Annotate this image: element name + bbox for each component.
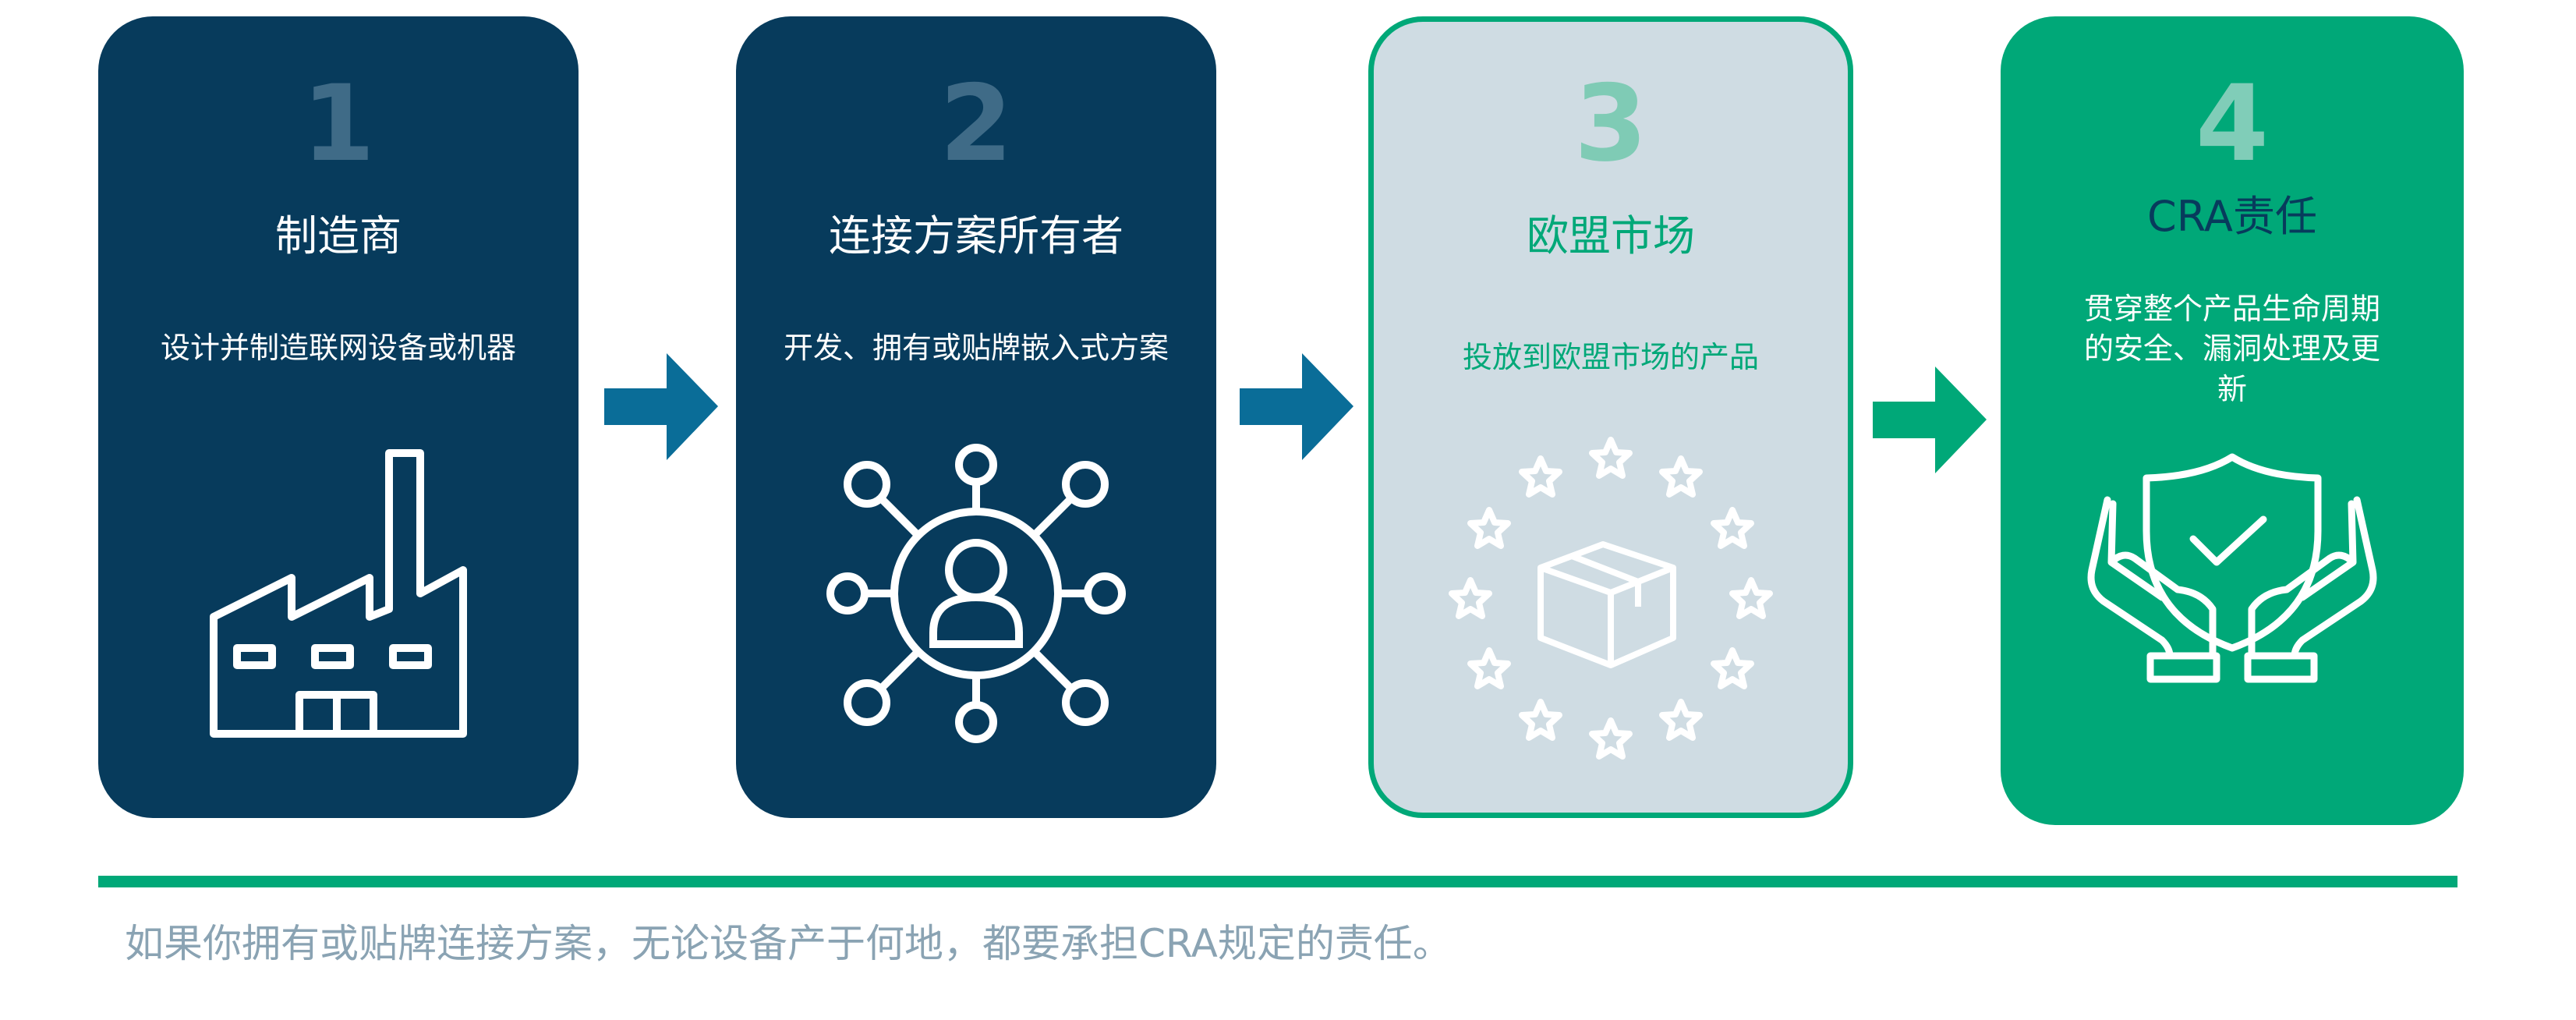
arrow-right-icon [1873,367,1987,473]
step-number: 1 [302,62,375,185]
step-card-manufacturer: 1 制造商 设计并制造联网设备或机器 [98,16,579,818]
step-title: 制造商 [275,211,402,260]
network-person-icon [826,444,1126,743]
divider-bar [98,876,2457,887]
step-title: 欧盟市场 [1527,211,1695,260]
step-card-solution-owner: 2 连接方案所有者 开发、拥有或贴牌嵌入式方案 [736,16,1216,818]
step-title: CRA责任 [2147,192,2317,241]
footer-note: 如果你拥有或贴牌连接方案，无论设备产于何地，都要承担CRA规定的责任。 [125,921,1452,966]
step-description: 设计并制造联网设备或机器 [160,331,516,365]
step-number: 3 [1574,62,1647,185]
step-description: 贯穿整个产品生命周期的安全、漏洞处理及更新 [2083,292,2380,406]
step-number: 2 [939,62,1013,185]
step-title: 连接方案所有者 [829,211,1123,260]
arrow-right-icon [604,353,718,460]
eu-stars-box-icon [1439,427,1782,770]
step-card-eu-market: 3 欧盟市场 投放到欧盟市场的产品 [1368,16,1853,818]
hands-shield-check-icon [2087,453,2377,683]
arrow-right-icon [1240,353,1353,460]
step-description: 开发、拥有或贴牌嵌入式方案 [783,331,1169,365]
factory-icon [210,449,467,738]
step-number: 4 [2196,62,2269,185]
step-description: 投放到欧盟市场的产品 [1462,340,1759,374]
step-card-cra-responsibility: 4 CRA责任 贯穿整个产品生命周期的安全、漏洞处理及更新 [2001,16,2464,825]
